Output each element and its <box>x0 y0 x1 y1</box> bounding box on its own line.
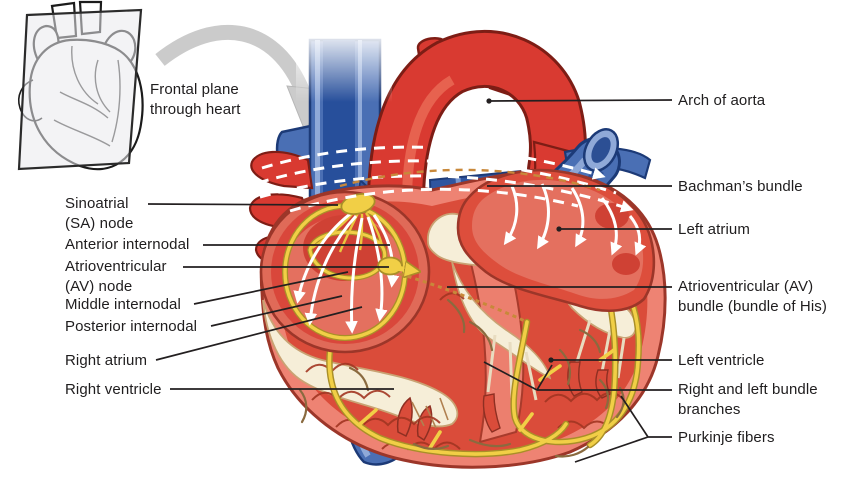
label-anterior-internodal: Anterior internodal <box>65 236 190 253</box>
inset-caption: Frontal plane through heart <box>150 81 241 118</box>
label-bundle-branches: Right and left bundle branches <box>678 381 818 418</box>
label-right-atrium: Right atrium <box>65 352 148 369</box>
bachmans-bundle-tract <box>339 168 601 192</box>
main-heart-illustration <box>248 28 667 469</box>
frontal-plane <box>17 8 143 171</box>
leader-dots <box>486 98 562 363</box>
label-arch-of-aorta: Arch of aorta <box>678 92 766 109</box>
inset-frontal-plane <box>17 0 328 171</box>
label-left-atrium: Left atrium <box>678 221 750 238</box>
label-atrioventricular-node: Atrioventricular (AV) node <box>65 258 167 295</box>
label-middle-internodal: Middle internodal <box>65 296 181 313</box>
top-fade <box>296 28 392 104</box>
label-sinoatrial-node: Sinoatrial (SA) node <box>65 195 134 232</box>
av-node <box>377 256 416 275</box>
leader-lines <box>147 99 673 463</box>
label-right-ventricle: Right ventricle <box>65 381 162 398</box>
left-atrium <box>456 168 656 312</box>
label-av-bundle: Atrioventricular (AV) bundle (bundle of … <box>678 278 827 315</box>
tricuspid-valve-region <box>262 299 459 442</box>
label-left-ventricle: Left ventricle <box>678 352 765 369</box>
av-bundle <box>399 272 528 324</box>
right-atrium <box>259 190 431 354</box>
bachmans-bundle <box>257 145 634 213</box>
label-purkinje-fibers: Purkinje fibers <box>678 429 775 446</box>
label-posterior-internodal: Posterior internodal <box>65 318 198 335</box>
label-bachmans-bundle: Bachman’s bundle <box>678 178 803 195</box>
